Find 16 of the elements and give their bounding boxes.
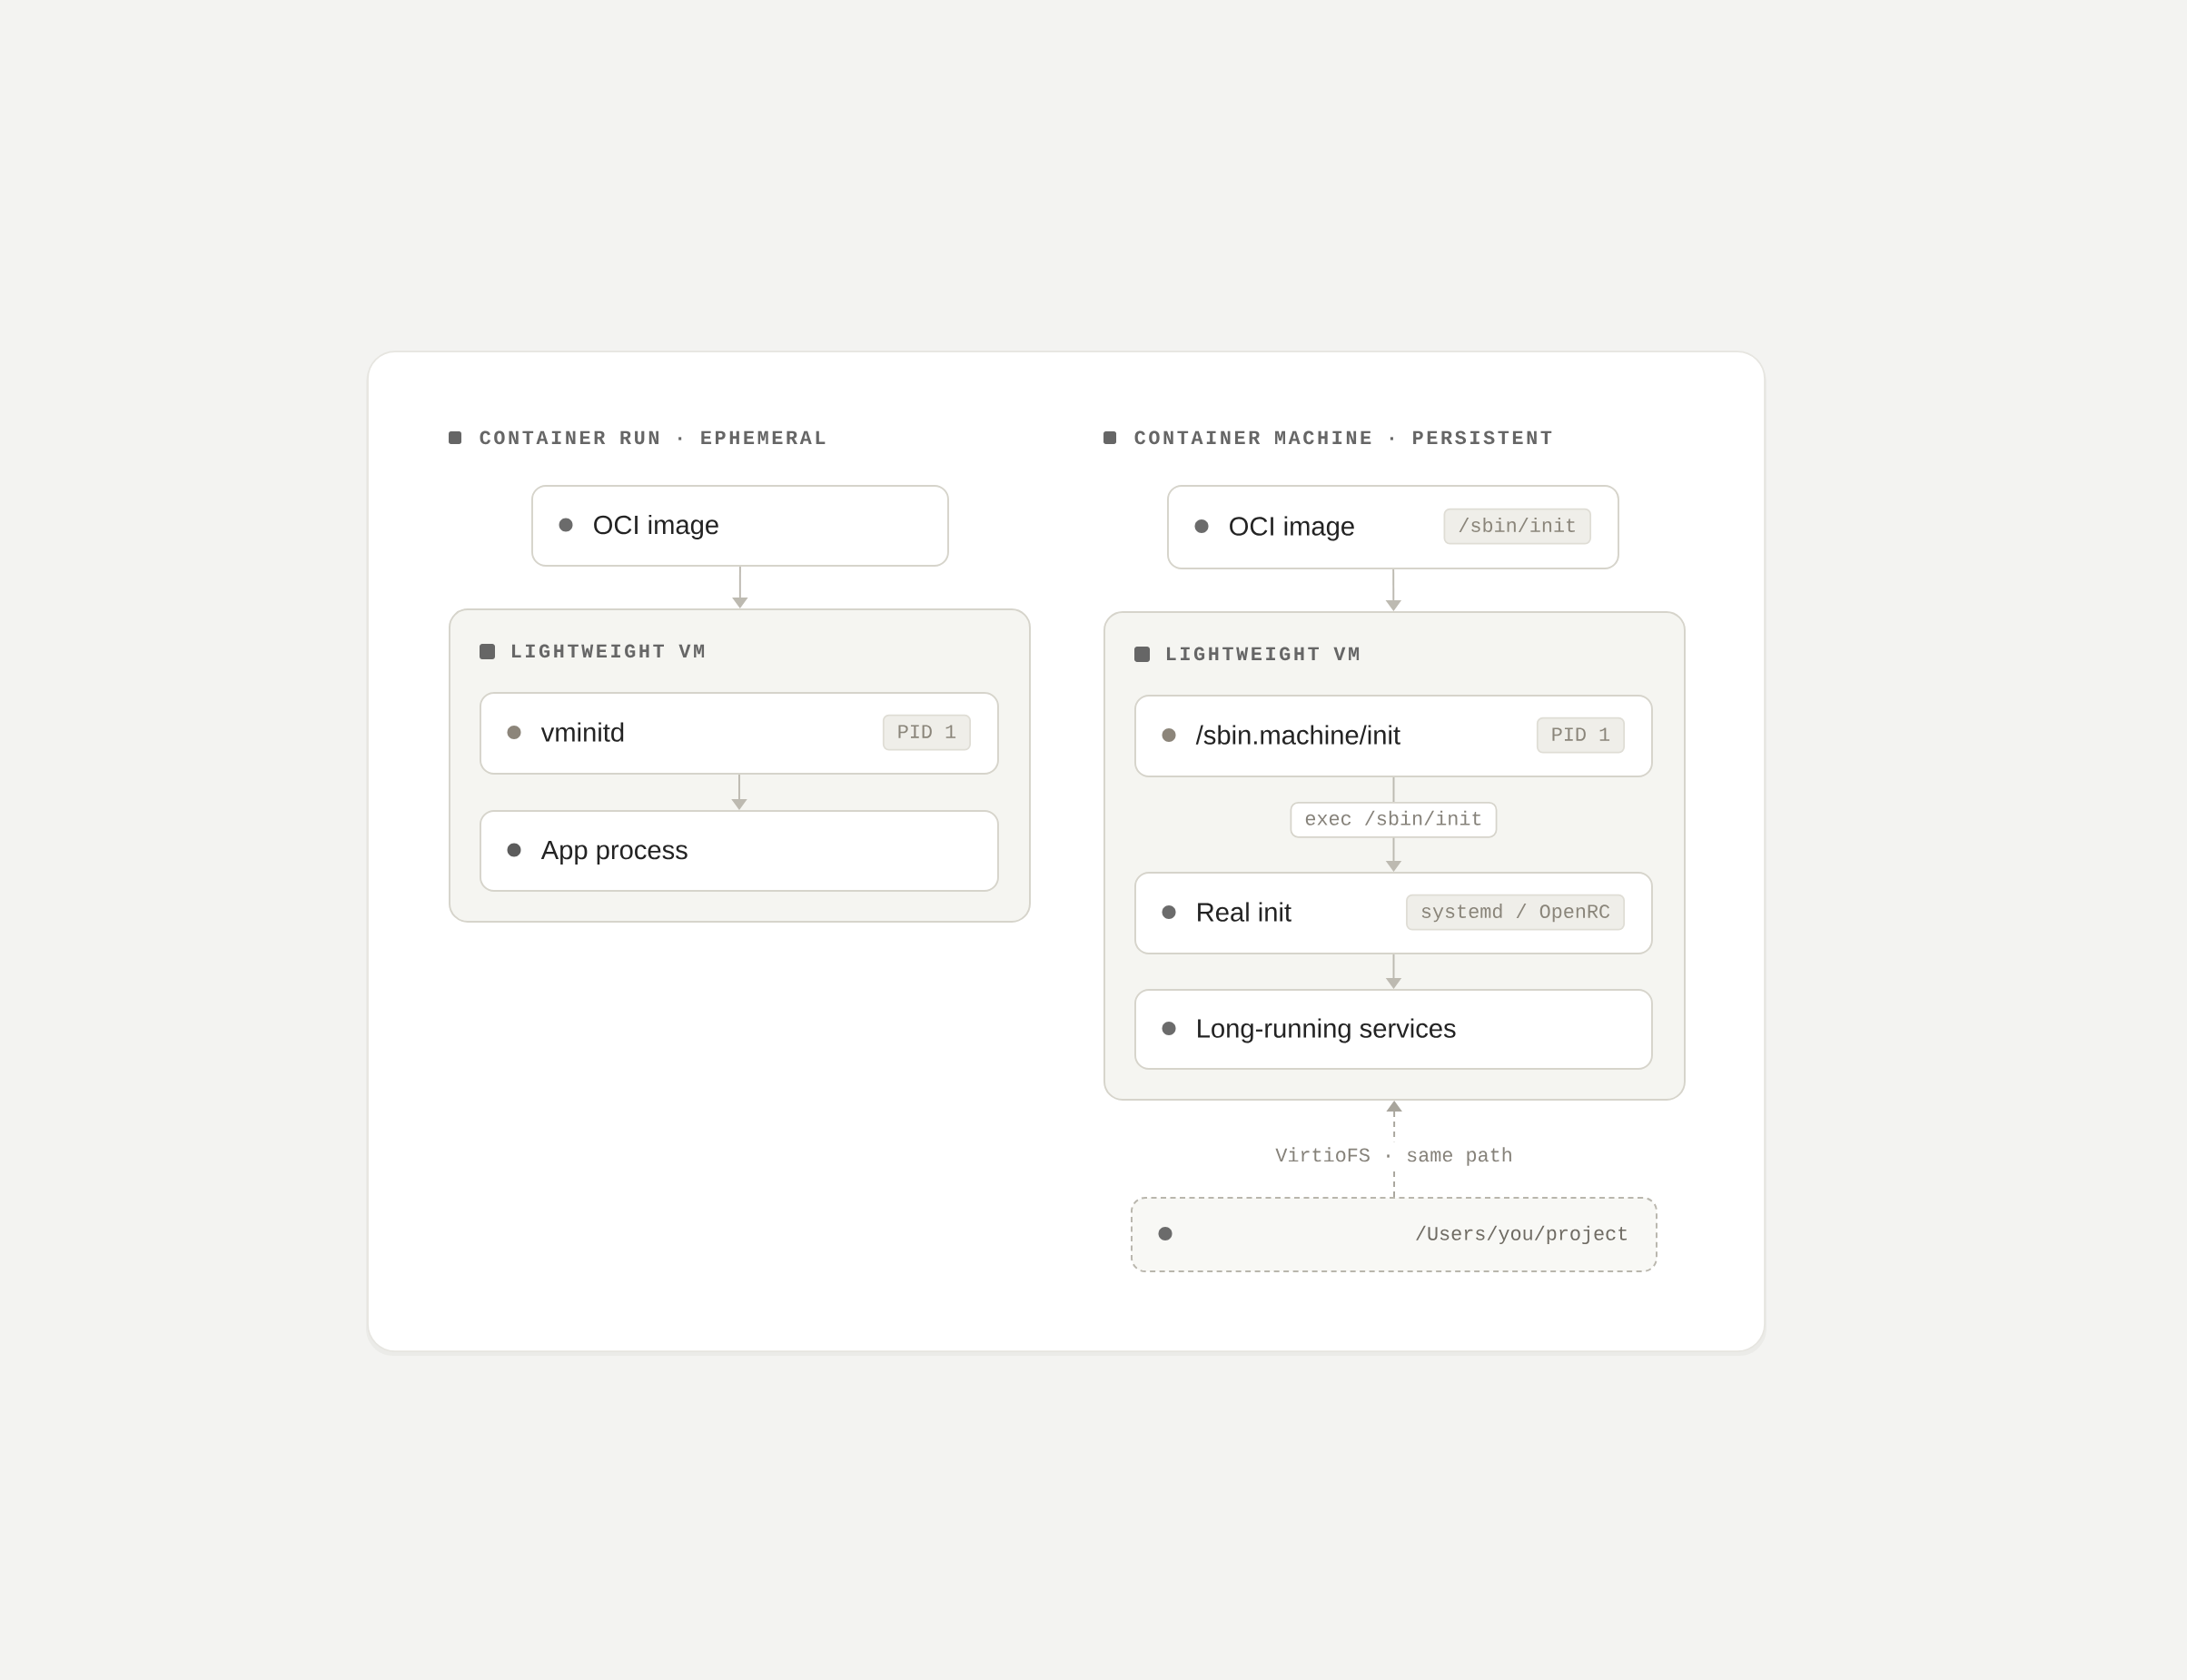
edge-label: VirtioFS · same path [1268,1141,1520,1171]
code-tag: /sbin/init [1443,508,1592,545]
code-tag: systemd / OpenRC [1406,894,1626,931]
process-box: vminitd PID 1 [480,692,999,775]
code-tag: PID 1 [882,714,971,751]
process-box: App process [480,810,999,892]
process-box: Real init systemd / OpenRC [1134,872,1653,954]
section-heading: CONTAINER RUN · EPHEMERAL [480,430,826,445]
edge-label: exec /sbin/init [1290,801,1498,838]
code-tag: PID 1 [1536,716,1626,754]
process-box: Long-running services [1134,989,1653,1070]
section-heading: CONTAINER MACHINE · PERSISTENT [1134,430,1552,445]
process-box: OCI image /sbin/init [1167,485,1619,569]
host-box: /Users/you/project [1131,1197,1658,1272]
process-box: /sbin.machine/init PID 1 [1134,695,1653,777]
process-box: OCI image [531,485,949,567]
